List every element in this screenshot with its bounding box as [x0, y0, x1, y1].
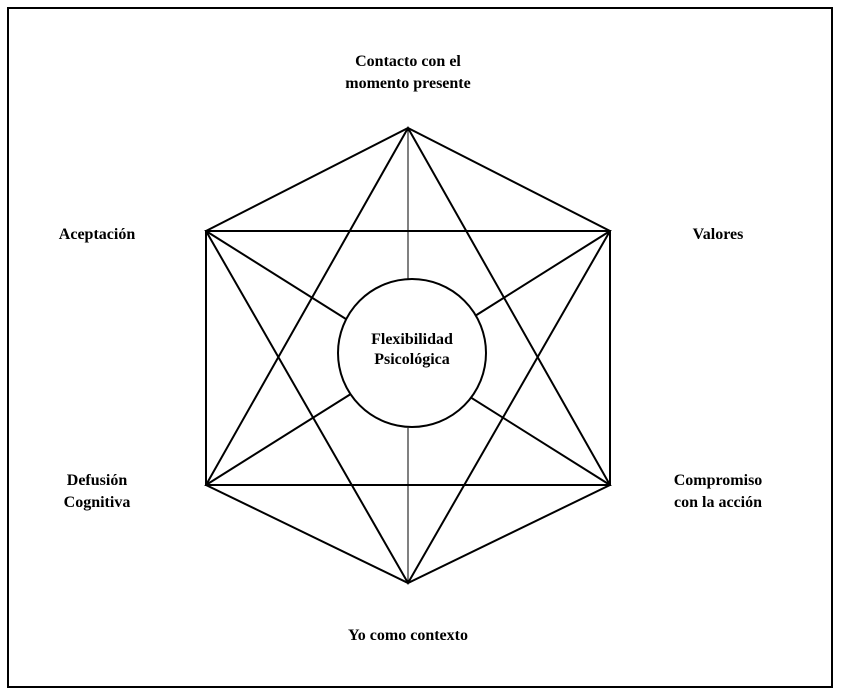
spoke-lower-left [205, 394, 351, 486]
label-top: Contacto con el momento presente [308, 51, 508, 95]
label-lower-left-line1: Defusión [66, 472, 128, 489]
center-label-line2: Psicológica [374, 351, 450, 368]
spoke-lower-right [468, 395, 611, 486]
spoke-upper-right [475, 230, 611, 317]
label-lower-left-line2: Cognitiva [63, 494, 131, 511]
label-upper-left-text: Aceptación [58, 226, 136, 243]
spoke-upper-left [205, 230, 345, 319]
label-bottom: Yo como contexto [308, 625, 508, 647]
label-upper-right: Valores [658, 224, 778, 246]
label-bottom-text: Yo como contexto [348, 627, 468, 644]
label-lower-right-line2: con la acción [674, 494, 762, 511]
center-label: Flexibilidad Psicológica [342, 330, 482, 370]
center-circle [337, 278, 487, 428]
label-lower-right: Compromiso con la acción [653, 470, 783, 514]
label-lower-right-line1: Compromiso [673, 472, 763, 489]
label-top-line2: momento presente [345, 75, 471, 92]
label-lower-left: Defusión Cognitiva [37, 470, 157, 514]
label-top-line1: Contacto con el [355, 53, 461, 70]
center-label-line1: Flexibilidad [371, 331, 453, 348]
label-upper-right-text: Valores [692, 226, 744, 243]
label-upper-left: Aceptación [37, 224, 157, 246]
